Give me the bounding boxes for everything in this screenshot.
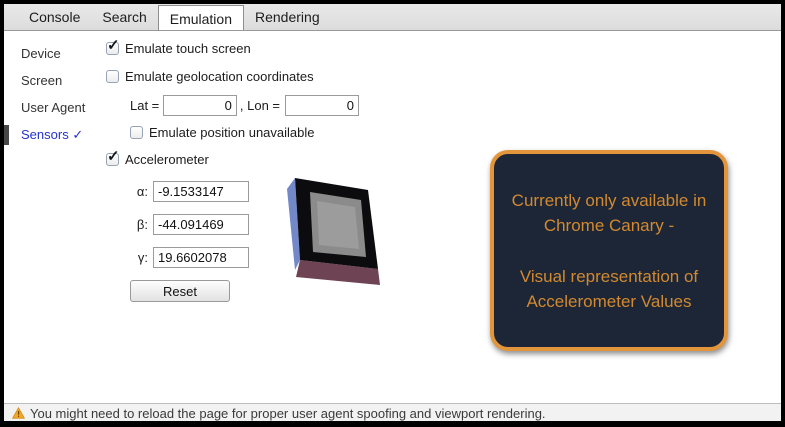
annotation-line-2: Visual representation of Accelerometer V… — [519, 266, 699, 311]
device-left-face — [287, 178, 300, 270]
alpha-label: α: — [136, 184, 148, 199]
sidebar-item-sensors[interactable]: Sensors ✓ — [4, 125, 106, 145]
gamma-row: γ: — [128, 247, 781, 268]
tab-search[interactable]: Search — [102, 9, 147, 25]
footer-warning-bar: You might need to reload the page for pr… — [4, 403, 781, 421]
devtools-emulation-panel: Console Search Emulation Rendering Devic… — [4, 4, 781, 421]
accelerometer-label: Accelerometer — [125, 152, 209, 167]
lon-input[interactable] — [285, 95, 360, 116]
lon-label: , Lon = — [239, 98, 281, 113]
annotation-line-1: Currently only available in Chrome Canar… — [511, 190, 707, 235]
alpha-input[interactable] — [153, 181, 249, 202]
tab-bar: Console Search Emulation Rendering — [4, 4, 781, 31]
selection-indicator — [4, 125, 9, 145]
reset-row: Reset — [130, 280, 781, 302]
touch-label: Emulate touch screen — [125, 41, 251, 56]
device-bottom-face — [296, 260, 380, 285]
accelerometer-checkbox[interactable] — [106, 147, 120, 166]
warning-icon — [12, 407, 25, 419]
beta-input[interactable] — [153, 214, 249, 235]
sensors-check-icon: ✓ — [72, 127, 84, 142]
footer-warning-text: You might need to reload the page for pr… — [30, 406, 546, 421]
position-unavailable-row: Emulate position unavailable — [130, 125, 781, 140]
device-screen-highlight — [317, 201, 359, 249]
sidebar-item-screen[interactable]: Screen — [21, 73, 63, 88]
geolocation-label: Emulate geolocation coordinates — [125, 69, 314, 84]
sidebar: Device Screen User Agent Sensors ✓ — [4, 32, 106, 403]
gamma-input[interactable] — [153, 247, 249, 268]
lat-label: Lat = — [130, 98, 160, 113]
panel-body: Device Screen User Agent Sensors ✓ Emula… — [4, 32, 781, 403]
touch-checkbox[interactable] — [106, 36, 120, 55]
tab-console[interactable]: Console — [29, 9, 81, 25]
sensors-form: Emulate touch screen Emulate geolocation… — [106, 32, 781, 403]
alpha-row: α: — [128, 181, 781, 202]
tab-rendering[interactable]: Rendering — [255, 9, 320, 25]
lat-lon-row: Lat = , Lon = — [130, 95, 781, 116]
sidebar-item-user-agent[interactable]: User Agent — [21, 100, 86, 115]
position-unavailable-checkbox[interactable] — [130, 126, 143, 139]
sidebar-item-label: Sensors — [21, 127, 69, 142]
annotation-callout: Currently only available in Chrome Canar… — [490, 150, 728, 351]
device-3d-visual[interactable] — [276, 160, 406, 300]
position-unavailable-label: Emulate position unavailable — [149, 125, 315, 140]
accelerometer-row: Accelerometer — [106, 147, 781, 167]
tab-emulation[interactable]: Emulation — [157, 5, 244, 30]
lat-input[interactable] — [162, 95, 237, 116]
sidebar-item-device[interactable]: Device — [21, 46, 61, 61]
touch-row: Emulate touch screen — [106, 36, 781, 56]
gamma-label: γ: — [137, 250, 148, 265]
beta-label: β: — [136, 217, 148, 232]
beta-row: β: — [128, 214, 781, 235]
geolocation-checkbox[interactable] — [106, 70, 119, 83]
reset-button[interactable]: Reset — [130, 280, 230, 302]
geolocation-row: Emulate geolocation coordinates — [106, 69, 781, 84]
